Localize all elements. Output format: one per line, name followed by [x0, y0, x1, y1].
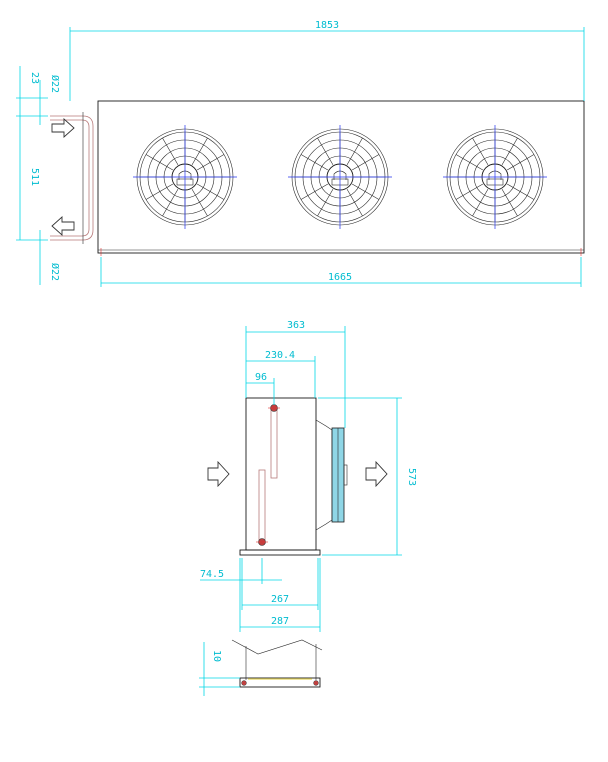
- header-pipe-upper: [270, 407, 278, 479]
- fan-guard-icon: [133, 125, 237, 229]
- side-view: 363 230.4 96 573 74.5 267 287: [200, 320, 417, 632]
- dim-foot-inner: 267: [271, 594, 289, 605]
- dim-plate-thickness: 10: [211, 650, 222, 662]
- dim-pipe-top-dia: Ø22: [49, 75, 61, 93]
- dim-pipe-spacing: 511: [29, 168, 40, 186]
- inlet-arrow-icon: [51, 117, 75, 139]
- dim-pipe-bottom-dia: Ø22: [49, 263, 61, 281]
- outlet-arrow-icon: [51, 215, 75, 237]
- refrigerant-pipe-outer: [50, 115, 94, 241]
- fan-bell: [315, 419, 333, 531]
- bolt-right: [313, 680, 319, 686]
- airflow-in-arrow-icon: [207, 460, 230, 488]
- refrigerant-pipe-inner: [50, 119, 90, 237]
- fan-guard-icon: [288, 125, 392, 229]
- header-pipe-lower: [258, 469, 266, 543]
- side-base-plate: [239, 549, 321, 556]
- dim-overall-length: 1853: [315, 20, 339, 31]
- side-body: [245, 397, 317, 551]
- dim-side-body-width: 230.4: [265, 350, 295, 361]
- base-detail: 10: [199, 639, 323, 696]
- front-view: 1853 1665 23 Ø22 511 Ø22: [16, 20, 585, 287]
- unit-casing: [97, 100, 585, 254]
- dim-height: 573: [406, 468, 417, 486]
- airflow-out-arrow-icon: [365, 460, 388, 488]
- base-plate: [239, 677, 321, 688]
- dim-top-offset: 23: [29, 72, 40, 84]
- fan-group: [133, 125, 547, 229]
- dim-foot-offset: 74.5: [200, 569, 224, 580]
- dim-foot-outer: 287: [271, 616, 289, 627]
- fan-guard-icon: [443, 125, 547, 229]
- dim-casing-length: 1665: [328, 272, 352, 283]
- dim-pipe-offset: 96: [255, 372, 267, 383]
- break-line: [231, 639, 323, 655]
- dim-side-width: 363: [287, 320, 305, 331]
- bolt-left: [241, 680, 247, 686]
